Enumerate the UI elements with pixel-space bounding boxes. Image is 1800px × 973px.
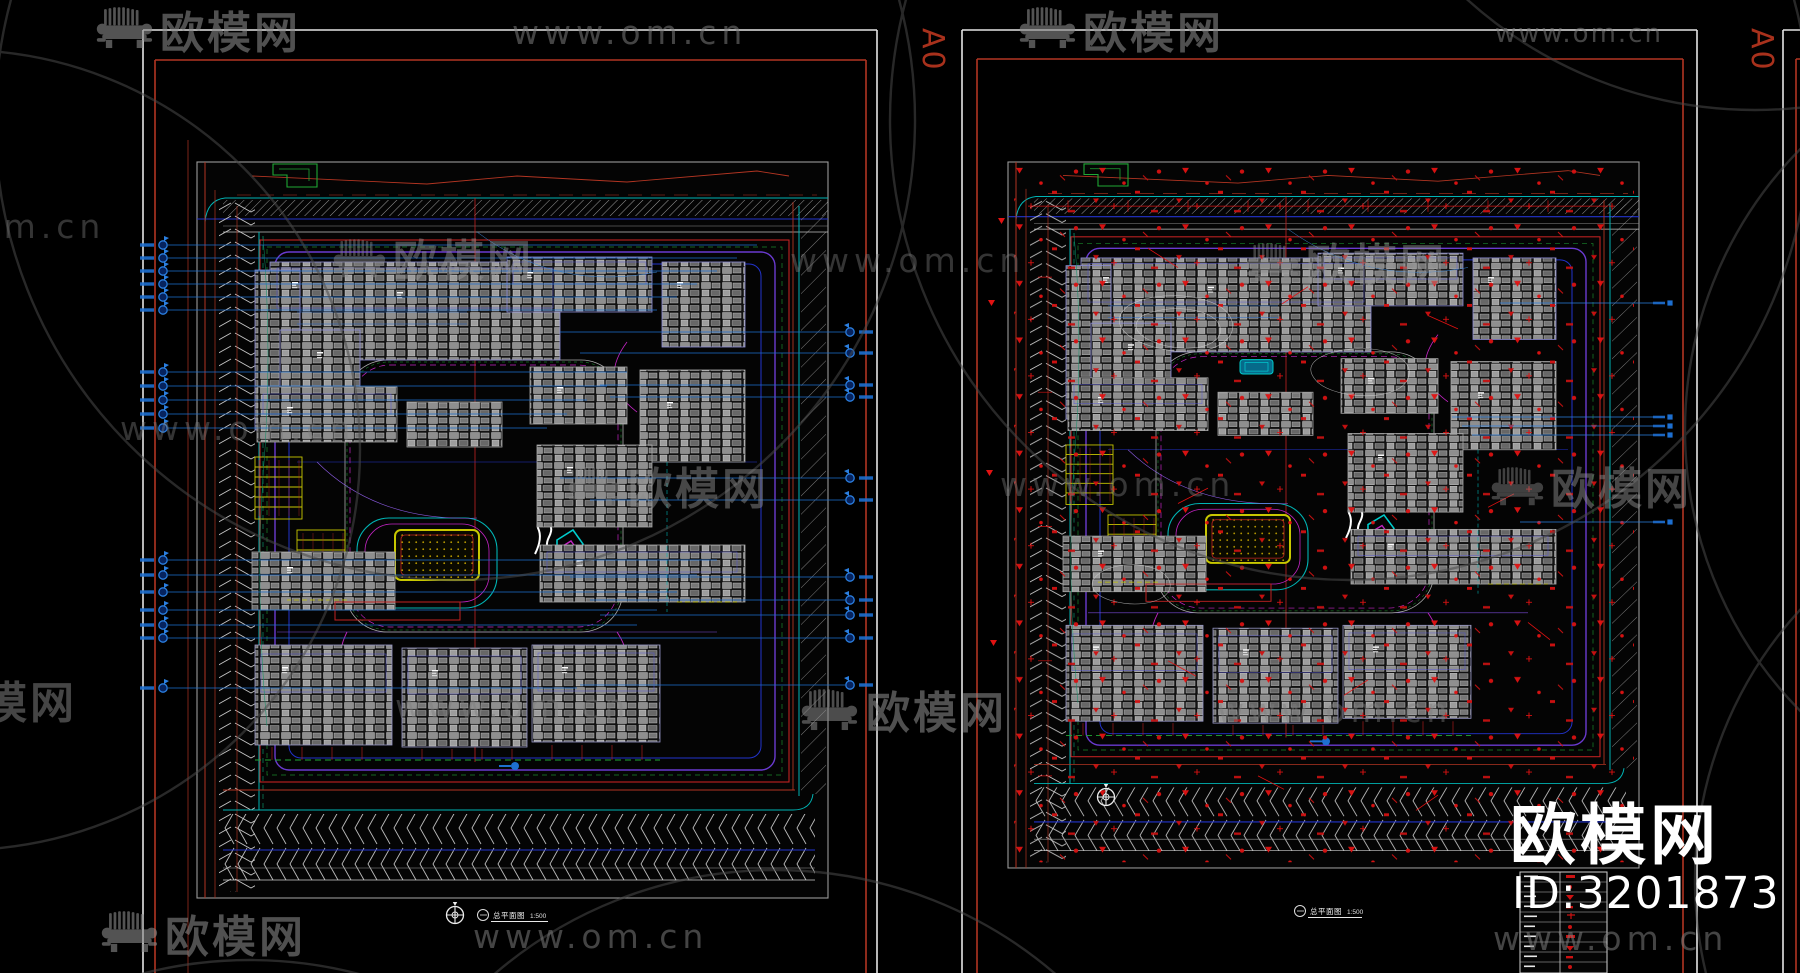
watermark-brand-text: 欧模网 [1306, 240, 1447, 291]
drawing-title-left: 总平面图 1:500 [477, 909, 548, 922]
watermark-url-text: www.om.cn [512, 13, 747, 52]
north-compass-icon [445, 901, 465, 925]
sofa-icon [1019, 7, 1076, 49]
watermark-url-text: www.om.cn [473, 917, 708, 956]
watermark-brand-text: 欧模网 [1551, 464, 1692, 515]
watermark-brand-text: 欧模网 [0, 678, 77, 729]
sheet-third-edge [1782, 29, 1800, 973]
sheet-left-border [142, 29, 878, 973]
watermark-brand-text: 欧模网 [1083, 8, 1224, 59]
watermark-url-text: www.om.cn [120, 409, 355, 448]
watermark-brand-text: 欧模网 [393, 236, 534, 287]
watermark-url-text: www.om.cn [1495, 19, 1663, 49]
watermark-brand-text: 欧模网 [160, 8, 301, 59]
watermark-brand-text: 欧模网 [165, 912, 306, 963]
brand-logo-block: 欧模网 ID:3201873 [1510, 797, 1780, 919]
watermark-url-text: www.om.cn [1217, 691, 1452, 730]
callout-flags-right-sheet-east [1452, 300, 1673, 525]
watermark-url-text: www.om.cn [790, 241, 1025, 280]
margin-red-marks [986, 218, 1005, 646]
brand-id-text: ID:3201873 [1512, 868, 1780, 919]
callout-flags-left-sheet-west [139, 235, 757, 693]
sofa-icon [96, 7, 153, 49]
brand-logo-text: 欧模网 [1510, 797, 1720, 874]
sheet-right-border [961, 29, 1698, 973]
watermark-url-text: www.om.cn [0, 207, 105, 246]
sheet-left: 总平面图 1:500 [139, 29, 878, 973]
legend-symbols [1566, 875, 1575, 969]
drawing-title-right-text: 总平面图 [1310, 906, 1342, 916]
drawing-title-right: 总平面图 1:500 [1294, 905, 1364, 918]
drawing-title-left-text: 总平面图 [493, 910, 525, 920]
drawing-scale-left-text: 1:500 [530, 913, 547, 920]
sheet-size-label-left: A0 [915, 28, 950, 72]
watermark-url-text: www.om.cn [395, 687, 630, 726]
drawing-scale-right-text: 1:500 [1347, 909, 1364, 916]
sheet-size-label-right: A0 [1744, 28, 1779, 72]
watermark-brand-text: 欧模网 [866, 688, 1007, 739]
legend-table [1519, 871, 1608, 973]
watermark-url-text: www.om.cn [1000, 465, 1235, 504]
watermark-brand-text: 欧模网 [628, 464, 769, 515]
sofa-icon [101, 911, 158, 953]
sheet-right: 总平面图 1:500 [961, 29, 1698, 973]
watermark-url-text: www.om.cn [1493, 919, 1728, 958]
callout-flags-left-sheet-east [560, 322, 874, 690]
